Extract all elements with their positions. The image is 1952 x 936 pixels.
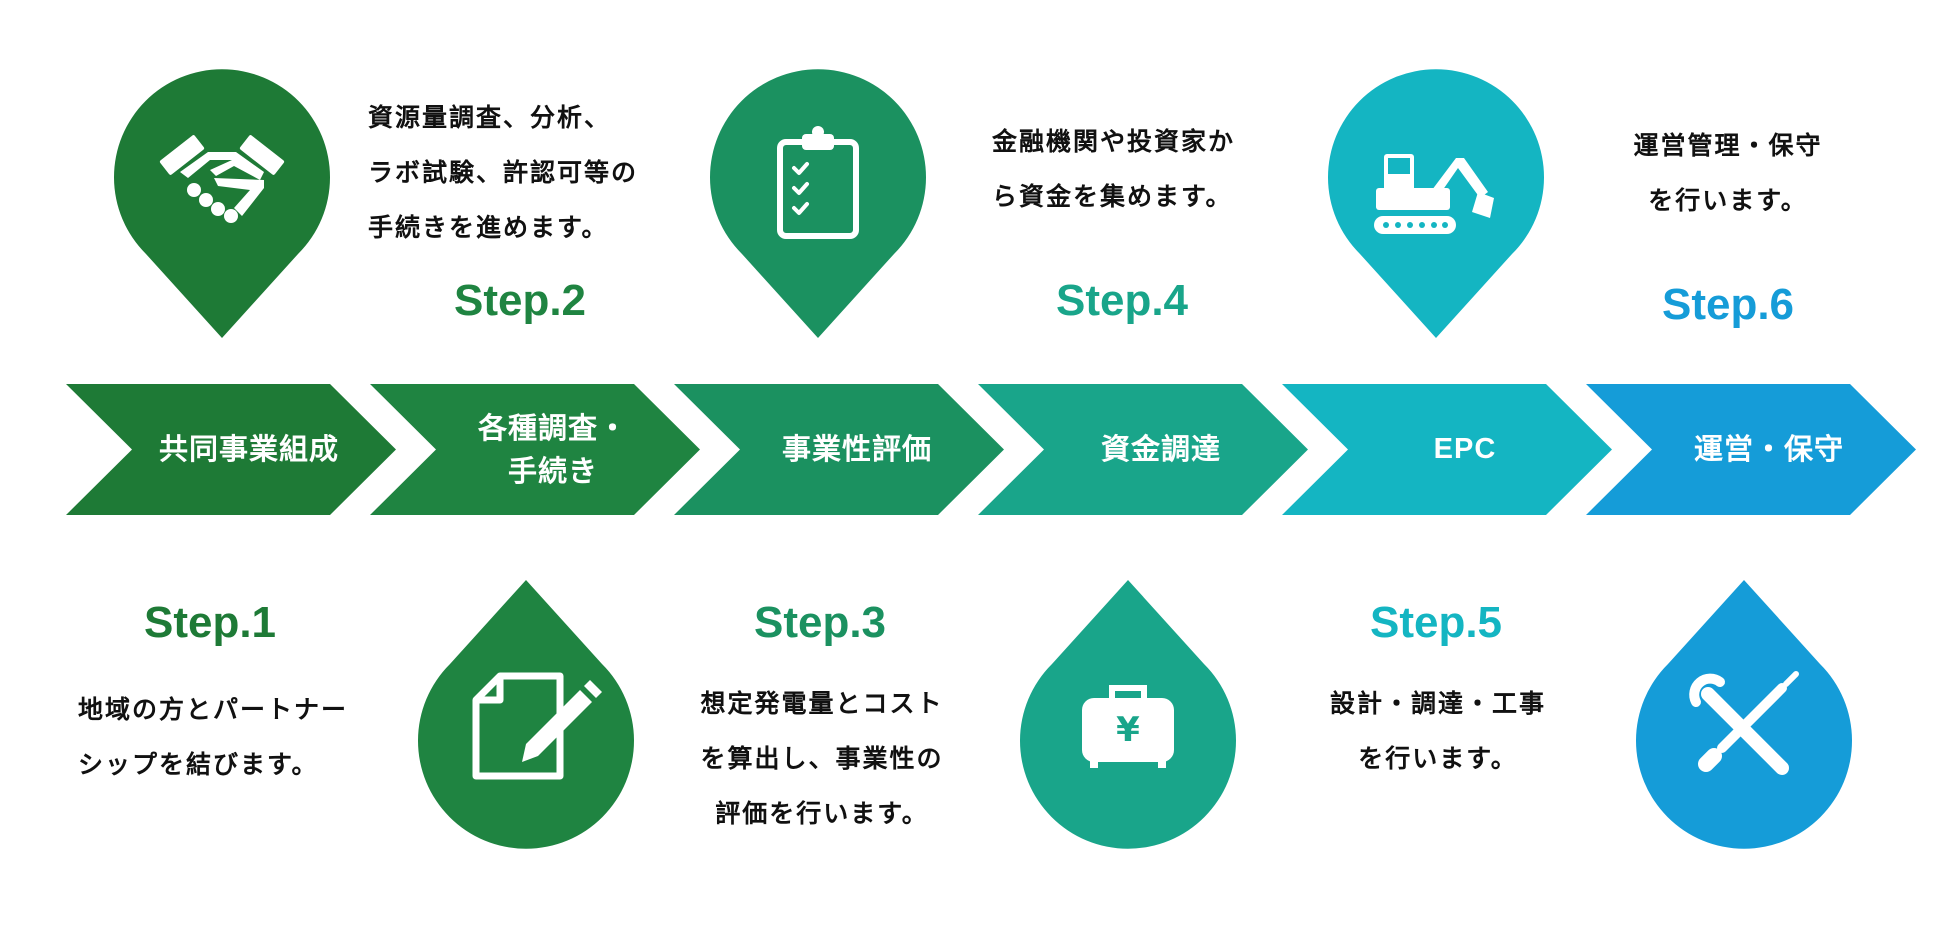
excavator-icon bbox=[1374, 154, 1494, 234]
chevron-label: EPC bbox=[1433, 433, 1497, 466]
step-5-description: 設計・調達・工事 を行います。 bbox=[1329, 689, 1546, 773]
yen-briefcase-icon bbox=[1082, 685, 1174, 768]
step-5-pin bbox=[1328, 68, 1544, 338]
chevron-step-6: 運営・保守 bbox=[1586, 384, 1916, 515]
step-6-pin bbox=[1636, 580, 1852, 850]
chevron-label: 各種調査・ 手続き bbox=[477, 411, 628, 488]
step-4-pin: ¥ bbox=[1020, 580, 1236, 850]
chevron-step-4: 資金調達 bbox=[978, 384, 1308, 515]
chevron-shape bbox=[370, 384, 700, 515]
handshake-icon bbox=[159, 135, 285, 223]
step-6-description: 運営管理・保守 を行います。 bbox=[1633, 131, 1823, 215]
chevron-label: 共同事業組成 bbox=[158, 432, 339, 467]
tools-icon bbox=[1689, 671, 1799, 775]
chevron-step-3: 事業性評価 bbox=[674, 384, 1004, 515]
chevron-shape bbox=[1282, 384, 1612, 515]
step-5-title: Step.5 bbox=[1369, 598, 1503, 647]
chevron-label: 事業性評価 bbox=[781, 432, 932, 467]
step-4-description: 金融機関や投資家か ら資金を集めます。 bbox=[992, 127, 1236, 211]
step-6-title: Step.6 bbox=[1661, 280, 1795, 329]
step-3-description: 想定発電量とコスト を算出し、事業性の 評価を行います。 bbox=[700, 689, 944, 828]
chevron-shape bbox=[978, 384, 1308, 515]
step-4-title: Step.4 bbox=[1055, 276, 1189, 325]
chevron-step-2: 各種調査・ 手続き bbox=[370, 384, 700, 515]
step-2-description: 資源量調査、分析、 ラボ試験、許認可等の 手続きを進めます。 bbox=[368, 103, 639, 242]
chevron-label: 資金調達 bbox=[1100, 432, 1221, 467]
chevron-shape bbox=[66, 384, 396, 515]
step-2-pin bbox=[418, 580, 634, 850]
step-1-title: Step.1 bbox=[143, 598, 277, 647]
yen-symbol: ¥ bbox=[1116, 710, 1140, 750]
chevron-step-5: EPC bbox=[1282, 384, 1612, 515]
step-3-title: Step.3 bbox=[753, 598, 887, 647]
chevron-step-1: 共同事業組成 bbox=[66, 384, 396, 515]
chevron-shape bbox=[1586, 384, 1916, 515]
step-1-description: 地域の方とパートナー シップを結びます。 bbox=[78, 695, 349, 779]
chevron-shape bbox=[674, 384, 1004, 515]
step-1-pin bbox=[114, 68, 330, 338]
step-3-pin bbox=[710, 68, 926, 338]
clipboard-checklist-icon bbox=[777, 126, 859, 239]
step-2-title: Step.2 bbox=[453, 276, 587, 325]
chevron-label: 運営・保守 bbox=[1693, 432, 1844, 467]
